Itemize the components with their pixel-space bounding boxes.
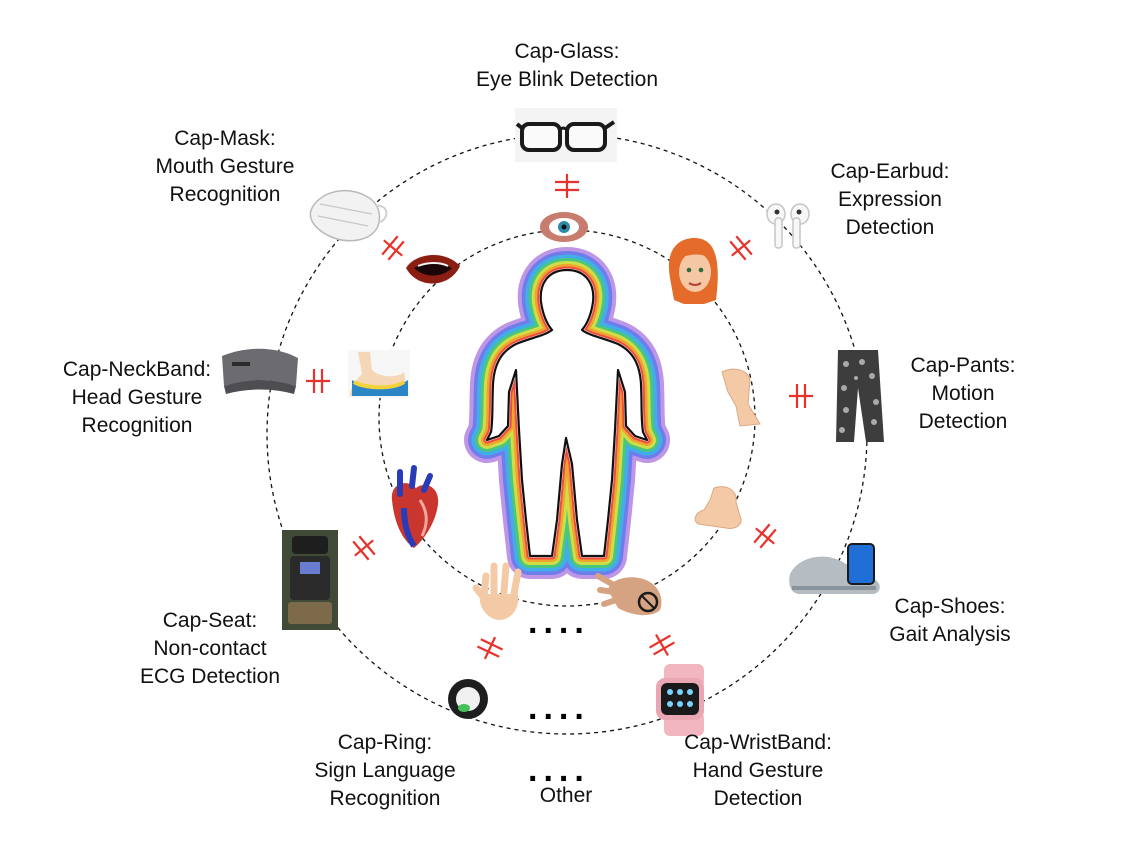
coupling-marker-ring (476, 636, 504, 660)
hand-icon (472, 562, 522, 620)
ellipsis-other: .... (528, 751, 590, 789)
device-name: Cap-Seat: (162, 609, 258, 632)
device-name: Cap-NeckBand: (62, 358, 212, 381)
device-function: Non-contact (153, 637, 267, 660)
leggings-icon (836, 350, 884, 442)
device-function: Detection (845, 216, 935, 239)
device-function: Recognition (329, 787, 441, 810)
smart-ring-icon (448, 679, 488, 719)
device-function: Motion (931, 382, 995, 405)
coupling-marker-earbud (729, 235, 753, 261)
device-name: Cap-Mask: (174, 127, 276, 150)
device-name: Cap-Earbud: (830, 160, 950, 183)
coupling-marker-shoes (753, 523, 777, 549)
device-function: Hand Gesture (692, 759, 824, 782)
device-function: Sign Language (314, 759, 456, 782)
human-body-icon (487, 270, 647, 556)
device-function: Recognition (169, 183, 281, 206)
coupling-marker-glass (555, 174, 579, 198)
earbuds-icon (766, 203, 810, 249)
shoe-icon (789, 543, 880, 594)
coupling-markers (306, 174, 813, 660)
device-function: Recognition (81, 414, 193, 437)
mouth-icon (406, 254, 460, 284)
device-function: Head Gesture (71, 386, 203, 409)
female-face-icon (668, 238, 718, 304)
coupling-marker-neckband (306, 369, 330, 393)
device-function: Detection (713, 787, 803, 810)
leg-icon (721, 368, 761, 427)
label-cap-seat: Cap-Seat: Non-contact ECG Detection (118, 607, 302, 691)
label-cap-neckband: Cap-NeckBand: Head Gesture Recognition (42, 356, 232, 440)
label-cap-wristband: Cap-WristBand: Hand Gesture Detection (660, 729, 856, 813)
coupling-marker-mask (381, 235, 405, 261)
device-name: Cap-Shoes: (894, 595, 1006, 618)
foot-icon (694, 486, 742, 529)
device-function: Detection (918, 410, 1008, 433)
heart-icon (391, 465, 439, 548)
device-function: Mouth Gesture (155, 155, 295, 178)
device-function: Eye Blink Detection (475, 68, 659, 91)
wrist-hand-icon (595, 573, 662, 616)
label-cap-pants: Cap-Pants: Motion Detection (885, 352, 1041, 436)
car-seat-icon (282, 530, 338, 630)
label-cap-shoes: Cap-Shoes: Gait Analysis (860, 593, 1040, 649)
eye-icon (540, 212, 588, 242)
device-function: ECG Detection (139, 665, 281, 688)
coupling-marker-seat (352, 535, 376, 561)
coupling-marker-wrist (649, 634, 675, 656)
other-label: Other (539, 784, 593, 807)
device-function: Expression (838, 188, 942, 211)
device-name: Cap-WristBand: (684, 731, 832, 754)
device-name: Cap-Pants: (910, 354, 1016, 377)
coupling-marker-pants (789, 384, 813, 408)
ellipsis-outer: .... (528, 689, 590, 727)
label-cap-earbud: Cap-Earbud: Expression Detection (800, 158, 980, 242)
device-name: Cap-Ring: (337, 731, 433, 754)
label-cap-glass: Cap-Glass: Eye Blink Detection (447, 38, 687, 94)
label-cap-ring: Cap-Ring: Sign Language Recognition (290, 729, 480, 813)
smartwatch-icon (656, 664, 704, 736)
neck-icon (348, 350, 410, 398)
device-function: Gait Analysis (889, 623, 1011, 646)
glasses-icon (515, 108, 617, 162)
label-cap-mask: Cap-Mask: Mouth Gesture Recognition (120, 125, 330, 209)
ellipsis-inner: .... (528, 603, 590, 641)
face-mask-icon (309, 189, 388, 242)
headband-icon (222, 348, 298, 394)
device-name: Cap-Glass: (514, 40, 620, 63)
